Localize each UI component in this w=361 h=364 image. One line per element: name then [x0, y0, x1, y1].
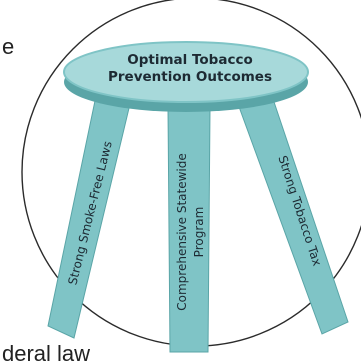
seat-label-line2: Prevention Outcomes	[108, 69, 272, 85]
leg-center-label-line2: Program	[192, 207, 206, 258]
leg-center-label-line1: Comprehensive Statewide	[175, 153, 189, 310]
leg-right	[237, 95, 349, 335]
seat-label-line1: Optimal Tobacco	[127, 52, 252, 68]
seat-top	[63, 41, 309, 103]
fragment-top-left: e	[2, 34, 14, 59]
fragment-bottom: deral law	[2, 341, 90, 364]
